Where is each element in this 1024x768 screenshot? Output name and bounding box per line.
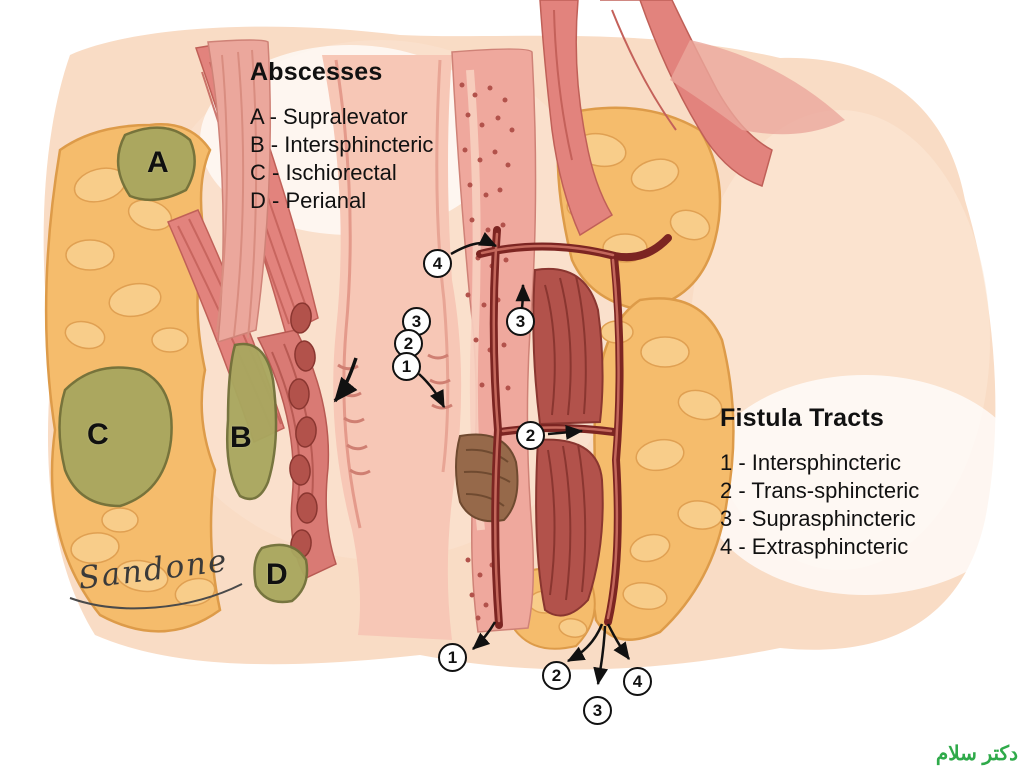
fistula-legend-title: Fistula Tracts (720, 404, 884, 432)
abscess-legend-item-c: C - Ischiorectal (250, 160, 397, 185)
abscess-label-b: B (230, 421, 252, 454)
arrow-tract4-bottom (606, 623, 631, 661)
tract-marker-2-mid: 2 (516, 421, 545, 450)
fistula-legend-item-1: 1 - Intersphincteric (720, 450, 901, 475)
annotation-arrows (333, 232, 631, 686)
arrow-tract2-mid (547, 424, 584, 440)
abscess-shapes (58, 126, 309, 604)
fistula-tracts (476, 226, 672, 629)
fistula-legend-item-4: 4 - Extrasphincteric (720, 534, 909, 559)
right-fat-pads (514, 106, 735, 650)
arrow-dentate-line (333, 357, 358, 403)
tract-marker-1-bottom: 1 (438, 643, 467, 672)
abscess-label-d: D (266, 558, 288, 591)
left-internal-sphincter (288, 302, 318, 559)
anal-canal (322, 55, 462, 640)
arrow-tract4-upper (450, 232, 498, 256)
abscess-shape-c (58, 366, 173, 508)
abscess-legend-item-a: A - Supralevator (250, 104, 408, 129)
tract-marker-1-left: 1 (392, 352, 421, 381)
right-levator-bands (539, 0, 845, 237)
abscess-label-a: A (147, 146, 169, 179)
arrow-tract3-bottom (593, 625, 609, 686)
fistula-legend-item-3: 3 - Suprasphincteric (720, 506, 916, 531)
signature-flourish (69, 583, 243, 610)
arrow-tract1-bottom (472, 621, 497, 650)
arrow-tract3-right (515, 283, 531, 309)
arrow-tract2-bottom (566, 623, 604, 663)
right-sphincter-muscle (532, 267, 604, 617)
abscess-label-c: C (87, 418, 109, 451)
fistula-legend: Fistula Tracts 1 - Intersphincteric 2 - … (720, 404, 919, 561)
abscess-legend: Abscesses A - Supralevator B - Intersphi… (250, 58, 433, 215)
abscess-shape-b (225, 342, 278, 501)
tract-marker-3-bottom: 3 (583, 696, 612, 725)
fistula-legend-item-2: 2 - Trans-sphincteric (720, 478, 920, 503)
tract-marker-4-upper: 4 (423, 249, 452, 278)
abscess-shape-a (116, 126, 196, 202)
tract-marker-4-bottom: 4 (623, 667, 652, 696)
abscess-legend-title: Abscesses (250, 58, 383, 86)
abscess-shape-d (253, 543, 309, 604)
tract-marker-2-bottom: 2 (542, 661, 571, 690)
abscess-legend-item-d: D - Perianal (250, 188, 367, 213)
arrow-tract1-left (418, 373, 446, 409)
tract-marker-3-right: 3 (506, 307, 535, 336)
watermark-logo: دکتر سلام (935, 743, 1018, 765)
anal-gland-region (455, 433, 519, 523)
left-rectal-wall (207, 39, 272, 344)
abscess-legend-item-b: B - Intersphincteric (250, 132, 434, 157)
